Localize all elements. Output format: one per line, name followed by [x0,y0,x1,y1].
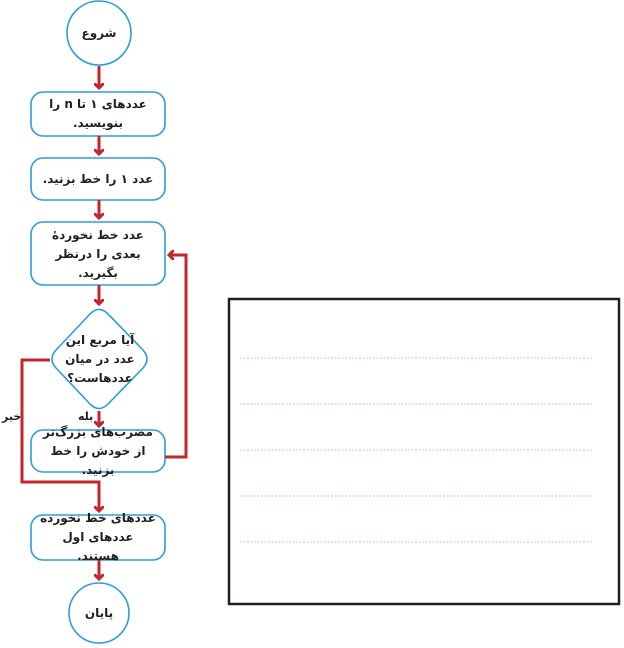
step5-label: عددهای خط نخورده عددهای اول هستند. [40,511,156,563]
decision-diamond [51,308,148,410]
start-node [66,0,132,66]
no-arrow [20,358,99,511]
end-label: پایان [84,605,114,620]
decision-label: آیا مربع این عدد در میان عددهاست؟ [65,332,135,385]
step1-label: عددهای ۱ تا n را بنویسید. [49,97,147,130]
yes-label: بله [78,410,94,423]
step2-label: عدد ۱ را خط بزنید. [42,171,154,186]
step3-label: عدد خط نخوردهٔ بعدی را درنظر بگیرید. [52,227,144,280]
step4-label: مضرب‌های بزرگ‌تر از خودش را خط بزنید. [43,424,153,477]
no-label: خیر [2,410,22,423]
start-label: شروع [81,25,117,40]
end-node [68,582,130,644]
step4-box [30,429,166,473]
answer-box [227,297,621,606]
loop-arrow [165,255,188,459]
